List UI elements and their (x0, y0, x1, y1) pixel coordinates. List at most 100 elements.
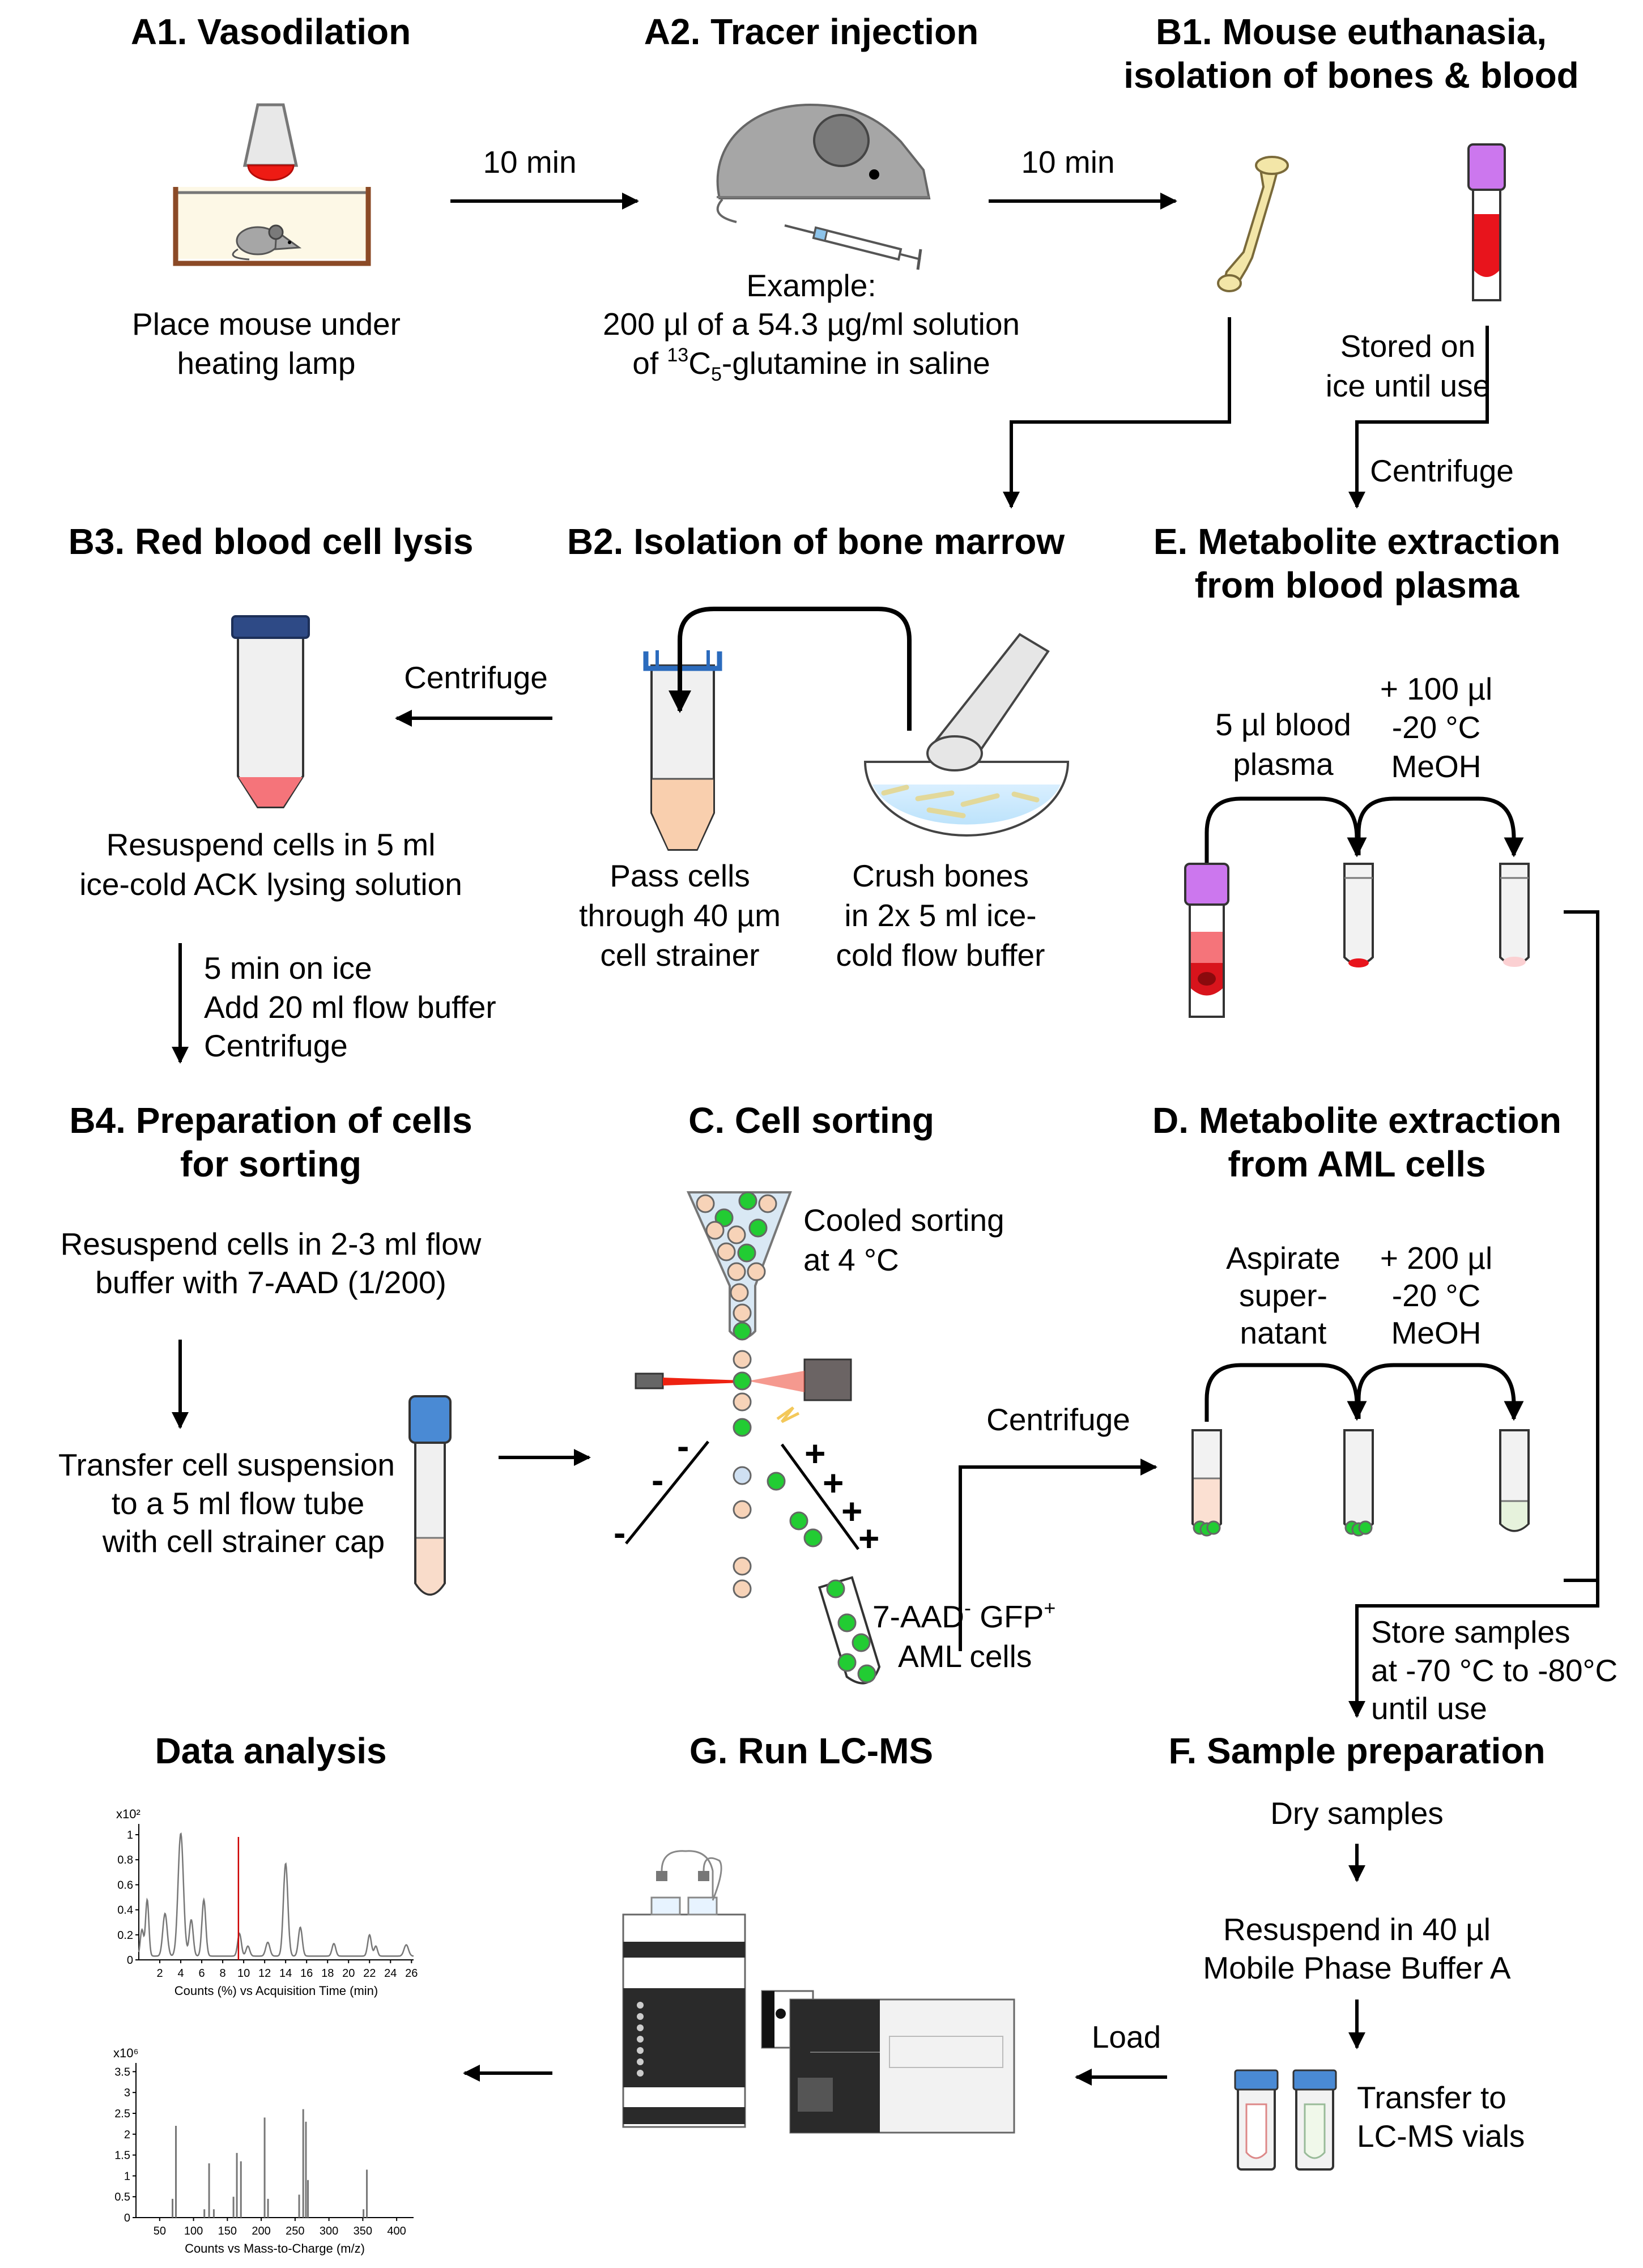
arrow-f-g-label: Load (1092, 2019, 1161, 2054)
x-tick-label: 2 (156, 1967, 163, 1980)
aml-eppendorf-2-icon (1343, 1429, 1374, 1532)
cell (837, 1653, 857, 1672)
b2-title: B2. Isolation of bone marrow (567, 521, 1065, 562)
cooled-line1: Cooled sorting (803, 1203, 1004, 1238)
cell (733, 1392, 752, 1412)
x-tick-label: 20 (342, 1967, 355, 1980)
cell (696, 1194, 715, 1213)
cell (733, 1557, 752, 1576)
cell (1358, 1520, 1373, 1535)
b4-caption-top-line1: Resuspend cells in 2-3 ml flow (61, 1226, 482, 1261)
x-tick-label: 250 (286, 2225, 304, 2237)
b2-right-caption-line1: Crush bones (852, 858, 1029, 893)
deflector-plate-negative (625, 1440, 709, 1545)
plus-sign-3: + (841, 1491, 862, 1532)
cell (730, 1283, 749, 1302)
e-label-right-line1: + 100 µl (1380, 671, 1492, 706)
chromatogram-series (138, 1832, 414, 1957)
f-step2-line2: Mobile Phase Buffer A (1203, 1950, 1511, 1985)
cell (767, 1472, 786, 1491)
flow-tube-icon (408, 1395, 452, 1596)
sample-dot (637, 2070, 644, 2077)
sample-dot (637, 2058, 644, 2065)
x-tick-label: 200 (252, 2225, 270, 2237)
x-tick-label: 10 (237, 1967, 250, 1980)
cell (733, 1350, 752, 1369)
plus-sign-4: + (858, 1518, 879, 1559)
collected-cells (826, 1579, 876, 1683)
e-title-line2: from blood plasma (1195, 565, 1519, 606)
arrow-d-aspirate (1204, 1363, 1367, 1422)
e-label-left-line1: 5 µl blood (1215, 707, 1351, 742)
cell (747, 1262, 766, 1281)
g-title: G. Run LC-MS (689, 1730, 933, 1771)
mortar-pestle-icon (863, 633, 1070, 837)
cell (733, 1371, 752, 1391)
y-tick-label: 0.4 (117, 1904, 133, 1917)
cell (857, 1664, 876, 1683)
b4-caption-top-line2: buffer with 7-AAD (1/200) (95, 1265, 446, 1300)
cell (733, 1579, 752, 1598)
bracket-e-d (1564, 910, 1599, 1582)
a2-caption-line2: 200 µl of a 54.3 µg/ml solution (603, 306, 1020, 342)
b3-title: B3. Red blood cell lysis (69, 521, 474, 562)
deflector-plate-positive (780, 1443, 860, 1550)
cell (727, 1225, 746, 1244)
f-step2-line1: Resuspend in 40 µl (1223, 1912, 1491, 1947)
cell (789, 1511, 808, 1531)
store-line3: until use (1371, 1691, 1487, 1726)
b3-b4-line1: 5 min on ice (204, 950, 372, 986)
heating-lamp-icon (242, 103, 299, 181)
cell (717, 1242, 736, 1261)
minus-sign-2: - (652, 1460, 663, 1500)
store-line2: at -70 °C to -80°C (1371, 1653, 1618, 1688)
b4-title-line1: B4. Preparation of cells (69, 1100, 472, 1141)
arrow-b1-b2 (1003, 317, 1231, 509)
arrow-a1-a2-label: 10 min (483, 144, 576, 180)
data-analysis-title: Data analysis (155, 1730, 386, 1771)
b2-right-caption-line2: in 2x 5 ml ice- (844, 898, 1036, 933)
d-label-right-line3: MeOH (1391, 1315, 1482, 1350)
y-tick-label: 1 (124, 2170, 130, 2182)
cell (733, 1418, 752, 1437)
cell (837, 1613, 857, 1632)
plasma-eppendorf-icon (1343, 863, 1374, 967)
a1-title: A1. Vasodilation (131, 11, 411, 52)
b1-ice-line2: ice until use (1326, 368, 1490, 403)
cell (727, 1262, 746, 1281)
b4-caption-bottom-line1: Transfer cell suspension (58, 1447, 395, 1482)
b4-title-line2: for sorting (180, 1144, 361, 1184)
d-label-right-line2: -20 °C (1392, 1278, 1481, 1313)
y-tick-label: 0.5 (114, 2191, 130, 2203)
f-title: F. Sample preparation (1168, 1730, 1545, 1771)
y-tick-label: 2 (124, 2129, 130, 2141)
sample-dot (637, 2024, 644, 2031)
e-label-left-line2: plasma (1233, 747, 1334, 782)
cell (733, 1303, 752, 1323)
arrow-crush-to-strainer (669, 607, 912, 731)
y-multiplier-label: x10⁶ (113, 2046, 139, 2060)
d-label-right-line1: + 200 µl (1380, 1240, 1492, 1276)
b2-right-caption-line3: cold flow buffer (836, 937, 1045, 973)
x-tick-label: 8 (220, 1967, 226, 1980)
blood-tube-icon (1467, 143, 1506, 301)
a1-caption-line2: heating lamp (177, 346, 356, 381)
cell (733, 1500, 752, 1519)
aml-eppendorf-3-icon (1499, 1429, 1530, 1532)
f-step1: Dry samples (1270, 1796, 1444, 1831)
f-step3-line1: Transfer to (1357, 2080, 1506, 2115)
d-label-left-line3: natant (1240, 1315, 1327, 1350)
f-step3-line2: LC-MS vials (1357, 2118, 1525, 2154)
b2-left-caption-line2: through 40 µm (579, 898, 781, 933)
plus-sign-1: + (805, 1433, 825, 1474)
d-title-line1: D. Metabolite extraction (1152, 1100, 1561, 1141)
cell (738, 1191, 757, 1210)
a2-title: A2. Tracer injection (644, 11, 978, 52)
y-tick-label: 1 (127, 1829, 133, 1841)
y-tick-label: 0 (124, 2212, 130, 2224)
c-title: C. Cell sorting (688, 1100, 934, 1141)
b3-caption-line2: ice-cold ACK lysing solution (79, 867, 462, 902)
